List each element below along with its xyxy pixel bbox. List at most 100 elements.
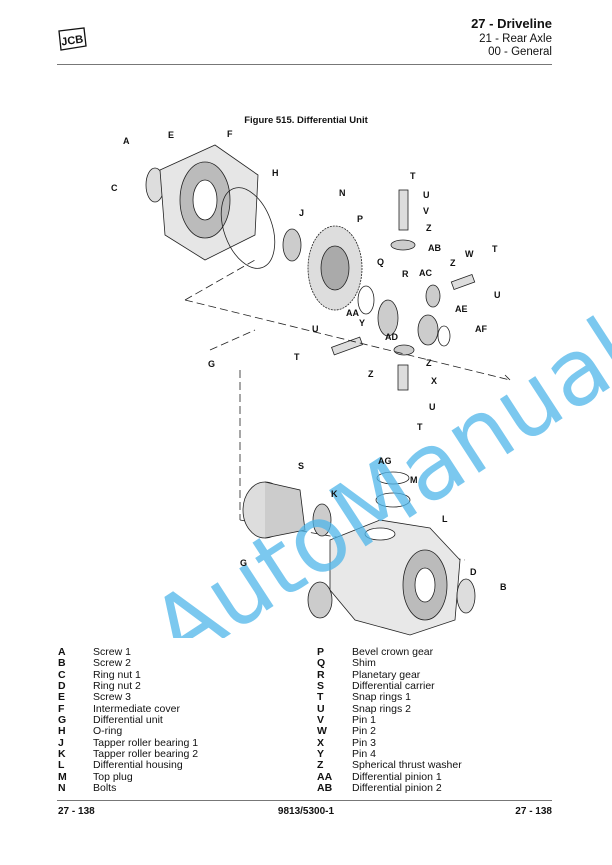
legend-key: A (58, 646, 66, 658)
callout: C (111, 183, 118, 193)
header-rule (57, 64, 552, 65)
callout: M (410, 475, 418, 485)
callout: U (494, 290, 501, 300)
figure-title: Figure 515. Differential Unit (244, 115, 368, 126)
callout: T (492, 244, 498, 254)
legend-key: T (317, 691, 324, 704)
legend-key: M (58, 770, 67, 783)
legend-key: X (317, 736, 325, 749)
legend-key: V (317, 714, 325, 727)
legend-key: H (58, 725, 66, 738)
legend-key: R (317, 668, 325, 681)
callout: W (465, 249, 474, 259)
legend-item: D Ring nut 2 (58, 680, 198, 693)
legend-description: Planetary gear (352, 668, 421, 681)
legend-key: F (58, 702, 65, 715)
differential-exploded-diagram: AutoManual A E F C H N T U V J P Z AB W … (111, 129, 612, 638)
legend-item: W Pin 2 (317, 725, 462, 738)
callout: U (429, 402, 436, 412)
legend-item: E Screw 3 (58, 691, 198, 704)
legend-description: Intermediate cover (93, 702, 180, 715)
legend-description: Bolts (93, 782, 117, 795)
callout: S (298, 461, 304, 471)
legend-description: Pin 4 (352, 748, 376, 761)
legend-description: Pin 2 (352, 725, 376, 738)
callout: AD (385, 332, 398, 342)
legend-description: Tapper roller bearing 2 (93, 748, 199, 761)
callout: J (299, 208, 304, 218)
legend-key: B (58, 657, 66, 670)
legend-item: N Bolts (58, 782, 198, 795)
callout: Z (426, 358, 432, 368)
legend-key: D (58, 680, 66, 693)
callout: AE (455, 304, 468, 314)
svg-text:JCB: JCB (61, 34, 85, 49)
callout: E (168, 130, 174, 140)
legend-description: O-ring (93, 725, 123, 738)
legend-description: Screw 1 (93, 646, 131, 658)
callout: Y (359, 318, 365, 328)
legend-description: Differential carrier (352, 680, 435, 693)
legend-description: Ring nut 2 (93, 680, 141, 693)
callout: N (339, 188, 346, 198)
legend-key: E (58, 691, 66, 704)
legend-description: Spherical thrust washer (352, 759, 462, 772)
callout: Q (377, 257, 384, 267)
legend-key: J (58, 736, 64, 749)
section-title: 27 - Driveline (471, 16, 552, 31)
jcb-logo: JCB (58, 27, 87, 51)
callout: Z (368, 369, 374, 379)
legend-description: Shim (352, 657, 376, 670)
legend-description: Snap rings 1 (352, 691, 411, 704)
legend-key: G (58, 714, 67, 727)
footer-rule (57, 800, 552, 801)
legend-key: U (317, 702, 325, 715)
legend-description: Differential pinion 2 (352, 782, 442, 795)
legend-key: S (317, 680, 325, 693)
legend-item: R Planetary gear (317, 668, 462, 681)
callout: AA (346, 308, 359, 318)
legend-item: T Snap rings 1 (317, 691, 462, 704)
callout: U (312, 324, 319, 334)
legend-key: Q (317, 657, 326, 670)
callout: F (227, 129, 233, 139)
subsection-title: 21 - Rear Axle (479, 33, 552, 45)
legend-key: W (317, 725, 327, 738)
legend-description: Pin 3 (352, 736, 376, 749)
callout: V (423, 206, 429, 216)
legend-item: V Pin 1 (317, 714, 462, 727)
footer-doc-number: 9813/5300-1 (277, 806, 335, 817)
callout: R (402, 269, 409, 279)
callout: AB (428, 243, 441, 253)
subsubsection-title: 00 - General (488, 46, 552, 58)
legend-key: P (317, 646, 325, 658)
legend-key: L (58, 759, 65, 772)
legend-item: K Tapper roller bearing 2 (58, 748, 199, 761)
legend-key: Y (317, 748, 325, 761)
callout: G (208, 359, 215, 369)
legend-description: Ring nut 1 (93, 668, 141, 681)
legend-key: K (58, 748, 66, 761)
callout: G (240, 558, 247, 568)
footer-page-right: 27 - 138 (515, 806, 552, 817)
legend-key: AA (317, 770, 333, 783)
callout: T (410, 171, 416, 181)
legend-description: Pin 1 (352, 714, 376, 727)
legend-key: N (58, 782, 66, 795)
callout: AC (419, 268, 432, 278)
callout: D (470, 567, 477, 577)
legend-description: Screw 3 (93, 691, 131, 704)
callout: L (442, 514, 448, 524)
legend-item: Q Shim (317, 657, 462, 670)
legend-item: X Pin 3 (317, 736, 462, 749)
